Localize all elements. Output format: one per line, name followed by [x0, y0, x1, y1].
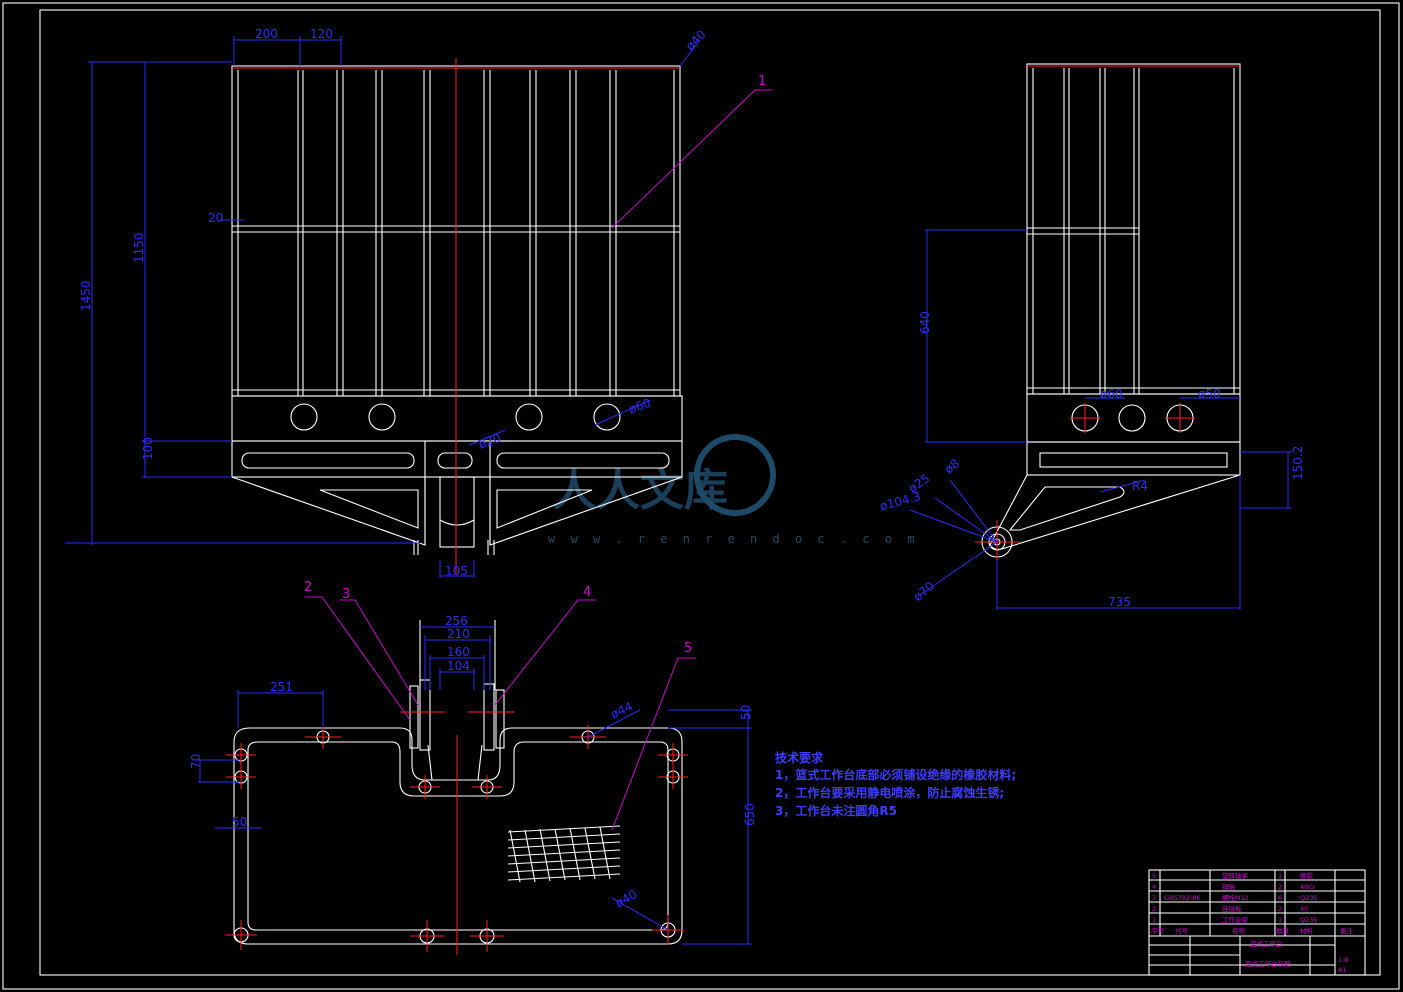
part-label: 4	[583, 585, 591, 600]
dim-text: 104	[447, 659, 470, 673]
dim-text: R4	[1132, 479, 1148, 493]
bom-cell: 5	[1152, 872, 1156, 880]
bom-cell: 橡胶	[1300, 871, 1314, 880]
dim-text: ø40	[683, 27, 709, 53]
part-label: 3	[342, 587, 350, 602]
dim-text: ø60	[627, 396, 653, 417]
dim-text: 150.2	[1291, 446, 1305, 480]
part-label: 2	[304, 580, 312, 595]
bom-cell: 1	[1278, 916, 1282, 924]
mesh-hatch	[507, 825, 621, 883]
side-view: 640 ø60 ø50 ø25 ø8 ø104.3 R4 ø70 735 150…	[878, 63, 1305, 610]
bom-cell: 2	[1152, 905, 1156, 913]
bom-header-cell: 材料	[1300, 926, 1314, 935]
dim-text: 100	[141, 437, 155, 460]
bom-cell: 45	[1300, 905, 1308, 913]
title-block: 5 旋转轴承 1 橡胶 4 销轴 2 40Cr 3 GB5782-86 螺栓M1…	[1148, 869, 1366, 976]
bom-cell: 工作台架	[1222, 915, 1249, 924]
dim-text: 120	[310, 27, 333, 41]
bom-cell: 1	[1278, 872, 1282, 880]
bom-cell: 连接板	[1222, 904, 1242, 913]
bom-cell: 40Cr	[1300, 883, 1316, 891]
dim-text: ø40	[613, 887, 640, 910]
bom-cell: GB5782-86	[1164, 894, 1201, 902]
bom-header-cell: 序号	[1151, 926, 1165, 935]
bom-cell: 2	[1278, 905, 1282, 913]
notes-title: 技术要求	[775, 750, 824, 765]
bom-cell: 2	[1278, 883, 1282, 891]
bolt-holes	[225, 725, 688, 952]
bom-cell: Q235	[1300, 916, 1318, 924]
bom-cell: 旋转轴承	[1222, 871, 1249, 880]
dim-text: ø8	[942, 456, 962, 476]
scale: 1:8	[1338, 956, 1348, 964]
dim-text: ø50	[1198, 387, 1221, 401]
dim-text: 20	[208, 211, 223, 225]
dim-text: 50	[739, 705, 753, 720]
dim-text: 650	[743, 803, 757, 826]
bom-cell: 6	[1278, 894, 1282, 902]
dim-text: 160	[447, 645, 470, 659]
drawing-name: 篮式工作台	[1250, 939, 1283, 948]
bom-header-cell: 代号	[1175, 926, 1189, 935]
front-view: 200 120 ø40 20 1150 1450 100 ø60 ø20 105…	[65, 27, 772, 578]
plan-view: 256 210 160 104 251 ø44 50 70 50 650 ø40…	[189, 580, 757, 955]
bom-cell: 3	[1152, 894, 1156, 902]
dim-text: ø104.3	[878, 489, 922, 513]
dim-text: 735	[1108, 595, 1131, 609]
dim-text: ø20	[477, 431, 503, 452]
notes-line: 3，工作台未注圆角R5	[775, 803, 897, 818]
dim-text: 1450	[79, 280, 93, 311]
dim-text: 50	[232, 815, 247, 829]
technical-requirements: 技术要求 1，篮式工作台底部必须铺设绝缘的橡胶材料; 2，工作台要采用静电喷涂，…	[775, 750, 1016, 818]
bom-header: 序号 代号 名称 数量 材料 备注	[1151, 926, 1354, 935]
dim-text: 640	[918, 311, 932, 334]
notes-line: 2，工作台要采用静电喷涂，防止腐蚀生锈;	[775, 785, 1004, 800]
part-label: 5	[684, 641, 692, 656]
dim-text: 256	[445, 614, 468, 628]
dim-text: 70	[189, 754, 203, 769]
dim-text: 251	[270, 680, 293, 694]
part-label: 1	[758, 74, 766, 89]
inner-frame	[39, 9, 1381, 976]
assembly-name: 篮式工作台装配	[1245, 959, 1291, 968]
dim-text: ø44	[608, 699, 634, 721]
dim-text: 200	[255, 27, 278, 41]
bom-header-cell: 备注	[1340, 926, 1354, 935]
bom-header-cell: 名称	[1232, 926, 1246, 935]
bom-cell: 1	[1152, 916, 1156, 924]
dim-text: ø60	[1100, 387, 1123, 401]
dim-text: 210	[447, 627, 470, 641]
bom-header-cell: 数量	[1276, 926, 1290, 935]
dim-text: 1150	[132, 232, 146, 263]
watermark-url: w w w . r e n r e n d o c . c o m	[548, 532, 918, 546]
bom-cell: 螺栓M12	[1222, 893, 1249, 902]
bom-cell: 4	[1152, 883, 1156, 891]
bom-cell: 销轴	[1222, 882, 1236, 891]
dim-text: 105	[445, 564, 468, 578]
sheet-size: A1	[1338, 966, 1347, 974]
dim-text: ø70	[911, 579, 937, 604]
notes-line: 1，篮式工作台底部必须铺设绝缘的橡胶材料;	[775, 767, 1016, 782]
bom-cell: Q235	[1300, 894, 1318, 902]
bom-rows: 5 旋转轴承 1 橡胶 4 销轴 2 40Cr 3 GB5782-86 螺栓M1…	[1152, 871, 1318, 924]
